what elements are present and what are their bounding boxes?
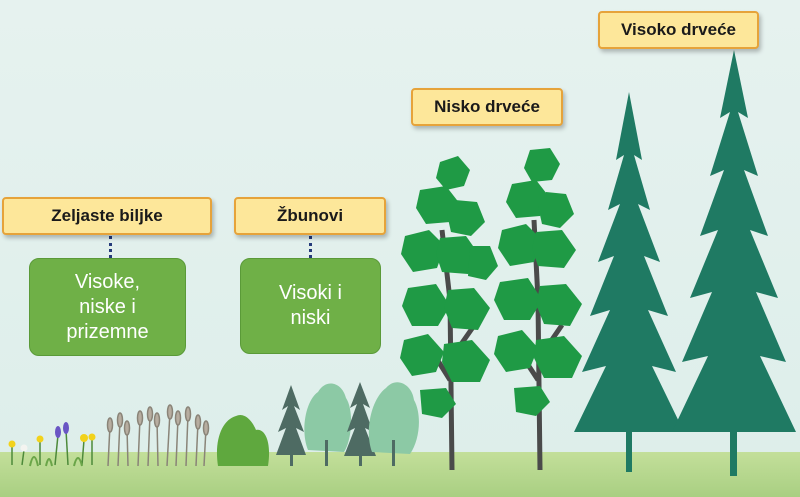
grass-group	[106, 404, 210, 467]
label-shrubs: Žbunovi	[234, 197, 386, 235]
yellow-flower	[8, 440, 16, 448]
desc-shrubs-line: Visoki i	[279, 282, 342, 304]
ground	[0, 452, 800, 497]
label-herbaceous: Zeljaste biljke	[2, 197, 212, 235]
flowers-group	[8, 422, 96, 467]
label-low-trees: Nisko drveće	[411, 88, 563, 126]
small-conifer-shrub	[344, 382, 376, 466]
conifer-tree	[672, 50, 796, 476]
desc-herbaceous-line: prizemne	[66, 320, 149, 343]
light-shrub	[304, 383, 352, 452]
label-tall-trees: Visoko drveće	[598, 11, 759, 49]
light-shrub	[368, 382, 419, 454]
yellow-flower	[88, 433, 96, 441]
desc-shrubs: Visoki i niski	[240, 258, 381, 354]
desc-shrubs-line: niski	[290, 307, 331, 329]
conifer-tree	[574, 92, 684, 472]
deciduous-tree	[400, 156, 498, 471]
yellow-flower	[80, 434, 88, 442]
shrub	[216, 414, 270, 466]
deciduous-tree	[494, 148, 582, 471]
connector-shrubs	[309, 236, 312, 258]
desc-herbaceous-line: niske i	[79, 295, 136, 318]
desc-herbaceous: Visoke, niske i prizemne	[29, 258, 186, 356]
white-flower	[20, 444, 28, 452]
yellow-flower	[36, 435, 44, 443]
small-conifer-shrub	[276, 385, 306, 466]
purple-flower	[55, 426, 61, 438]
connector-herbaceous	[109, 236, 112, 258]
desc-herbaceous-line: Visoke,	[74, 270, 141, 293]
purple-flower	[63, 422, 69, 434]
